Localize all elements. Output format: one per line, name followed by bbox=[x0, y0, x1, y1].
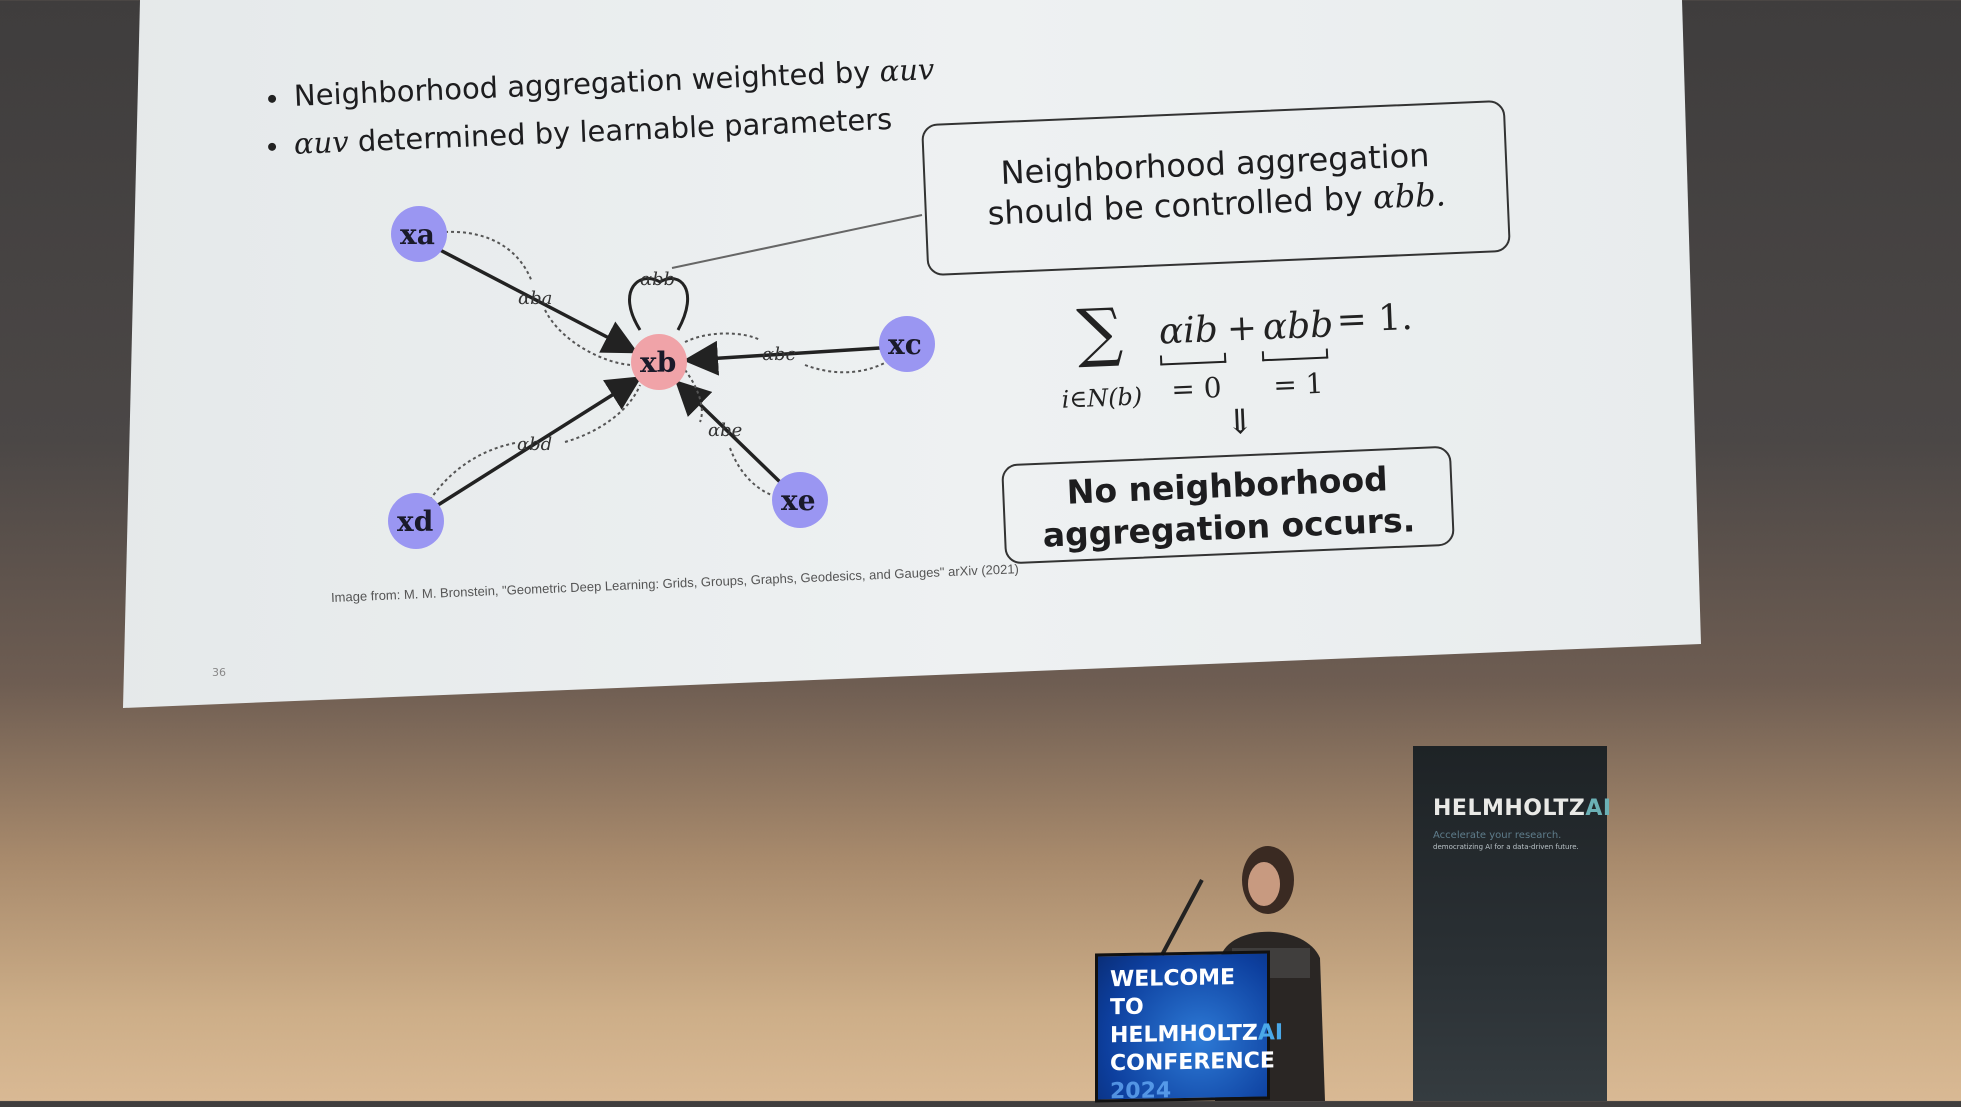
node-d bbox=[388, 493, 444, 549]
dotted-arc-d bbox=[429, 442, 516, 501]
dotted-arc-d2 bbox=[564, 384, 641, 443]
podium-line-1: WELCOME TO bbox=[1110, 965, 1236, 1021]
podium-line-3: CONFERENCE bbox=[1110, 1048, 1275, 1077]
node-b bbox=[631, 334, 687, 390]
podium-line-2-main: HELMHOLTZ bbox=[1110, 1020, 1258, 1049]
node-c bbox=[879, 316, 935, 372]
banner-logo: HELMHOLTZAI bbox=[1433, 796, 1612, 821]
edge-e-b bbox=[674, 380, 782, 484]
slide-page-number: 36 bbox=[212, 666, 226, 679]
edge-d-b bbox=[437, 376, 642, 507]
node-b-label: xb bbox=[640, 346, 676, 379]
node-e-label: xe bbox=[781, 484, 816, 517]
self-loop-b bbox=[628, 277, 690, 331]
edge-label-bd: αbd bbox=[517, 434, 552, 455]
podium-line-2: HELMHOLTZAI bbox=[1110, 1020, 1283, 1051]
node-a bbox=[391, 206, 447, 262]
edge-label-bb: αbb bbox=[640, 269, 675, 290]
podium-line-2-ai: AI bbox=[1257, 1020, 1284, 1046]
banner-logo-main: HELMHOLTZ bbox=[1433, 796, 1586, 821]
dotted-arc-a bbox=[444, 230, 533, 283]
dotted-arc-c2 bbox=[804, 359, 891, 374]
edge-label-be: αbe bbox=[708, 420, 742, 441]
banner-tagline-2: democratizing AI for a data-driven futur… bbox=[1433, 843, 1579, 851]
banner-tagline-1: Accelerate your research. bbox=[1433, 830, 1562, 841]
edge-c-b bbox=[683, 340, 881, 376]
edge-a-b bbox=[439, 248, 639, 354]
podium: WELCOME TO HELMHOLTZAI CONFERENCE 2024 bbox=[1095, 950, 1283, 1104]
dotted-arc-c bbox=[684, 332, 761, 343]
node-c-label: xc bbox=[888, 328, 922, 361]
edge-label-ba: αba bbox=[518, 288, 552, 309]
edge-label-bc: αbc bbox=[762, 344, 796, 365]
helmholtz-banner: HELMHOLTZAI Accelerate your research. de… bbox=[1413, 746, 1611, 1101]
pointer-line bbox=[671, 214, 923, 269]
banner-logo-ai: AI bbox=[1585, 796, 1612, 821]
podium-year: 2024 bbox=[1110, 1078, 1172, 1105]
node-a-label: xa bbox=[400, 218, 435, 251]
dotted-arc-e bbox=[684, 369, 703, 423]
node-e bbox=[772, 472, 828, 528]
dotted-arc-a2 bbox=[544, 309, 631, 366]
node-d-label: xd bbox=[397, 505, 433, 538]
